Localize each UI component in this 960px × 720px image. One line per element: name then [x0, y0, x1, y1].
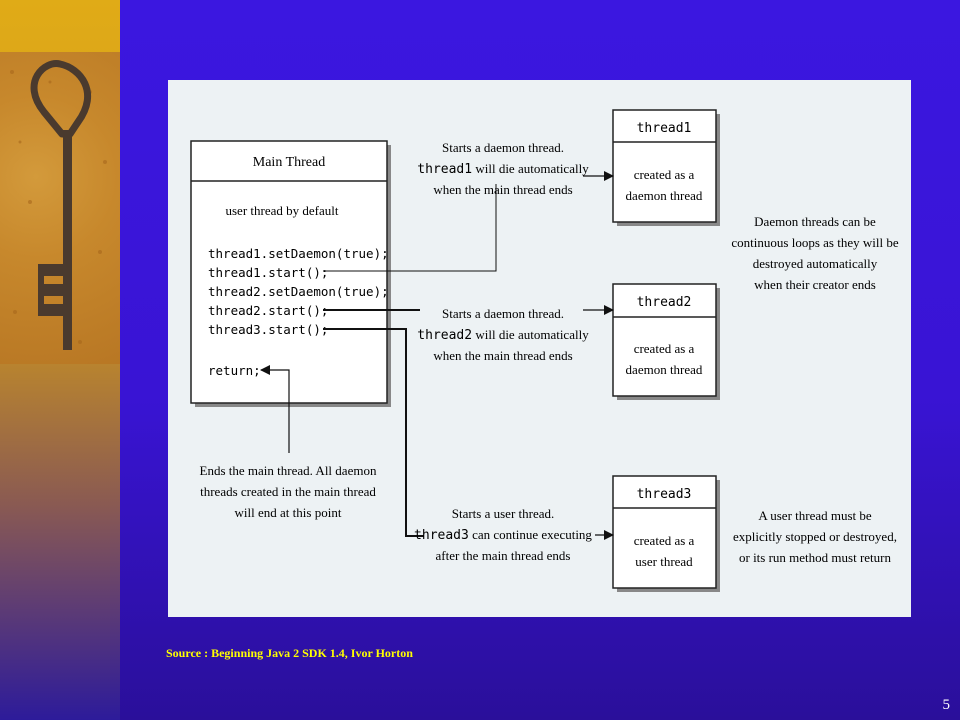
thread2-box: thread2 created as a daemon thread [612, 283, 720, 400]
thread3-desc: created as a [634, 533, 695, 548]
connector-lines [260, 171, 614, 540]
annotation-line: when the main thread ends [433, 348, 572, 363]
annotation-line: will end at this point [235, 505, 342, 520]
thread1-desc: created as a [634, 167, 695, 182]
annotation-line: Daemon threads can be [754, 214, 876, 229]
code-line: thread2.setDaemon(true); [208, 284, 389, 299]
annotation-line: explicitly stopped or destroyed, [733, 529, 897, 544]
annotation-line: after the main thread ends [436, 548, 571, 563]
thread3-desc: user thread [635, 554, 693, 569]
code-line: thread2.start(); [208, 303, 328, 318]
annotation-thread3: Starts a user thread. thread3 can contin… [414, 506, 592, 563]
main-thread-title: Main Thread [253, 155, 325, 170]
annotation-line: when the main thread ends [433, 182, 572, 197]
annotation-line: or its run method must return [739, 550, 892, 565]
source-citation: Source : Beginning Java 2 SDK 1.4, Ivor … [166, 646, 413, 660]
annotation-line: A user thread must be [758, 508, 872, 523]
annotation-thread2: Starts a daemon thread. thread2 will die… [417, 306, 589, 363]
thread2-name: thread2 [637, 295, 692, 310]
annotation-line: when their creator ends [754, 277, 876, 292]
annotation-line: Starts a user thread. [452, 506, 555, 521]
main-thread-box: Main Thread user thread by default threa… [190, 140, 391, 407]
code-line: return; [208, 363, 261, 378]
annotation-line: thread3 can continue executing [414, 527, 592, 543]
thread1-desc: daemon thread [626, 188, 703, 203]
annotation-line: destroyed automatically [753, 256, 878, 271]
code-line: thread1.setDaemon(true); [208, 246, 389, 261]
thread1-box: thread1 created as a daemon thread [612, 109, 720, 226]
key-icon [10, 60, 107, 350]
main-thread-subtitle: user thread by default [226, 203, 339, 218]
thread-diagram: Main Thread user thread by default threa… [168, 80, 911, 617]
annotation-thread1: Starts a daemon thread. thread1 will die… [417, 140, 589, 197]
annotation-end-main: Ends the main thread. All daemon threads… [200, 463, 377, 520]
thread2-desc: daemon thread [626, 362, 703, 377]
left-sidebar [0, 0, 120, 720]
annotation-line: Starts a daemon thread. [442, 306, 564, 321]
annotation-line: Ends the main thread. All daemon [200, 463, 377, 478]
code-line: thread3.start(); [208, 322, 328, 337]
annotation-line: thread1 will die automatically [417, 161, 589, 177]
annotation-daemon-note: Daemon threads can be continuous loops a… [731, 214, 898, 292]
key-photo [0, 52, 120, 364]
annotation-line: threads created in the main thread [200, 484, 376, 499]
annotation-line: Starts a daemon thread. [442, 140, 564, 155]
thread3-box: thread3 created as a user thread [612, 475, 720, 592]
annotation-line: thread2 will die automatically [417, 327, 589, 343]
page-number: 5 [942, 697, 951, 713]
thread1-name: thread1 [637, 121, 692, 136]
thread2-desc: created as a [634, 341, 695, 356]
thread3-name: thread3 [637, 487, 692, 502]
annotation-line: continuous loops as they will be [731, 235, 898, 250]
code-line: thread1.start(); [208, 265, 328, 280]
annotation-user-note: A user thread must be explicitly stopped… [733, 508, 897, 565]
